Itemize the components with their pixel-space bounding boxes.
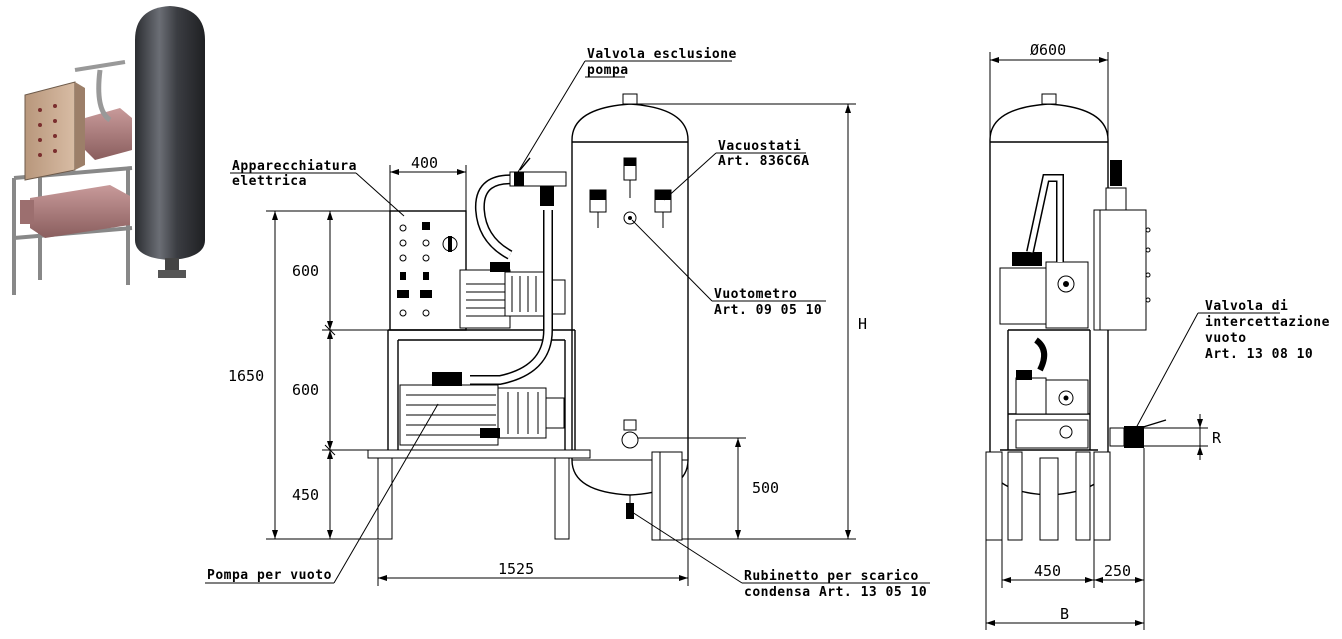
label-valvola-intercettazione-2: intercettazione <box>1205 315 1330 330</box>
label-apparecchiatura-2: elettrica <box>232 174 307 189</box>
side-view-dimensions: Ø600 450 250 B R <box>985 41 1222 630</box>
label-vuotometro-1: Vuotometro <box>714 287 797 302</box>
dim-R: R <box>1212 429 1222 447</box>
dim-400: 400 <box>411 154 438 172</box>
front-view-labels: Valvola esclusione pompa Apparecchiatura… <box>205 47 930 600</box>
dim-H: H <box>858 315 867 333</box>
dim-B: B <box>1060 605 1069 623</box>
label-rubinetto-2: condensa Art. 13 05 10 <box>744 585 927 600</box>
label-valvola-esclusione-1: Valvola esclusione <box>587 47 737 62</box>
dim-500: 500 <box>752 479 779 497</box>
dim-600-diameter: Ø600 <box>1030 41 1066 59</box>
front-view-dimensions: 400 1650 600 600 450 1525 <box>228 103 867 586</box>
label-vacuostati-2: Art. 836C6A <box>718 154 810 169</box>
dim-600-top: 600 <box>292 262 319 280</box>
label-valvola-intercettazione-4: Art. 13 08 10 <box>1205 347 1313 362</box>
label-pompa-vuoto: Pompa per vuoto <box>207 568 332 583</box>
dim-450-side: 450 <box>1034 562 1061 580</box>
label-rubinetto-1: Rubinetto per scarico <box>744 569 919 584</box>
dim-1650: 1650 <box>228 367 264 385</box>
label-vacuostati-1: Vacuostati <box>718 139 801 154</box>
label-vuotometro-2: Art. 09 05 10 <box>714 303 822 318</box>
label-valvola-intercettazione-1: Valvola di <box>1205 299 1288 314</box>
side-view-labels: Valvola di intercettazione vuoto Art. 13… <box>1135 299 1330 429</box>
label-valvola-esclusione-2: pompa <box>587 63 629 78</box>
label-apparecchiatura-1: Apparecchiatura <box>232 159 357 174</box>
side-view <box>985 93 1167 541</box>
front-view <box>367 93 689 541</box>
dim-450-left: 450 <box>292 486 319 504</box>
label-valvola-intercettazione-3: vuoto <box>1205 331 1247 346</box>
product-render <box>12 6 205 295</box>
dim-600-mid: 600 <box>292 381 319 399</box>
dim-1525: 1525 <box>498 560 534 578</box>
dim-250: 250 <box>1104 562 1131 580</box>
